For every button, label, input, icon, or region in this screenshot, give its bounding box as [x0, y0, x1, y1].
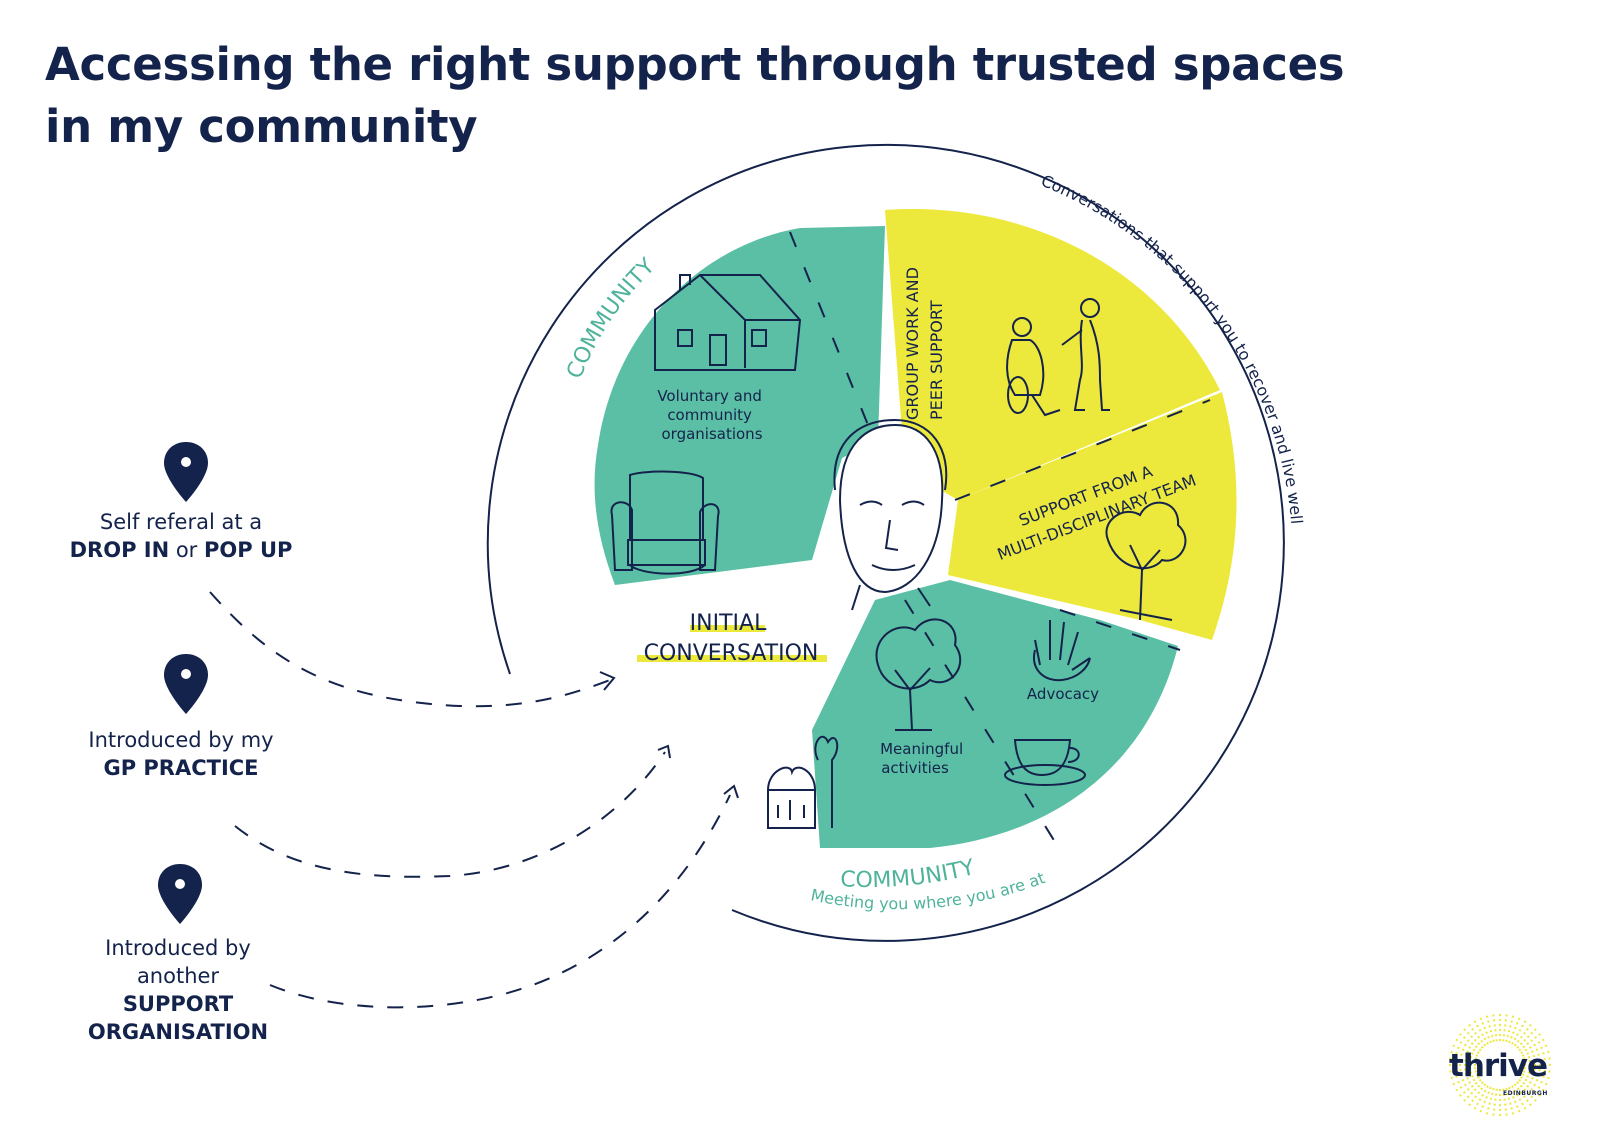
activities-label: Meaningful activities [880, 740, 968, 777]
center-label-line1: INITIAL [690, 611, 767, 636]
logo-ray [1505, 1014, 1515, 1043]
page-title: Accessing the right support through trus… [45, 38, 1345, 153]
entry-bold: DROP IN [69, 538, 170, 562]
segment-group-work [885, 209, 1220, 500]
center-underline [637, 655, 827, 662]
entry-support-organisation: Introduced by another SUPPORT ORGANISATI… [63, 934, 293, 1046]
segment-voluntary [594, 226, 885, 585]
advocacy-label: Advocacy [1027, 685, 1099, 703]
armchair-icon [610, 470, 720, 575]
location-pin-icon [158, 864, 202, 924]
entry-text: Introduced by another [105, 936, 251, 988]
logo-ray [1502, 1013, 1508, 1042]
voluntary-label-line1: Voluntary and [657, 387, 762, 405]
arrow-head-icon [723, 784, 739, 799]
entry-text: or [169, 538, 204, 562]
thrive-logo-word: thrive [1449, 1048, 1548, 1084]
entry-bold: GP PRACTICE [103, 756, 259, 780]
entry-gp-practice: Introduced by my GP PRACTICE [66, 726, 296, 782]
group-work-label: GROUP WORK AND PEER SUPPORT [903, 262, 946, 420]
logo-ray [1485, 1014, 1495, 1043]
entry-text: Self referal at a [99, 510, 263, 534]
tree-icon [1105, 501, 1187, 621]
entry-arrows [209, 591, 731, 1009]
arrow-head-icon [599, 671, 616, 691]
house-icon [654, 274, 802, 371]
activities-label-line1: Meaningful [880, 740, 963, 758]
logo-ray [1492, 1013, 1498, 1042]
voluntary-label-line3: organisations [661, 425, 762, 443]
group-work-label-line1: GROUP WORK AND [903, 267, 922, 420]
entry-bold: POP UP [204, 538, 293, 562]
activities-label-line2: activities [881, 759, 949, 777]
logo-ray [1485, 1087, 1495, 1116]
thrive-logo-sunburst-icon [1448, 1013, 1552, 1117]
thrive-logo-sub: EDINBURGH [1503, 1090, 1548, 1097]
teacup-icon [1004, 739, 1086, 786]
community-bottom-label: COMMUNITY [840, 855, 978, 893]
community-bottom-text: COMMUNITY [840, 855, 978, 893]
center-underline [690, 625, 765, 632]
location-pin-icon [164, 442, 208, 502]
tree-icon [875, 618, 962, 731]
mosque-icon [766, 735, 839, 829]
segment-activities [812, 580, 1178, 848]
group-work-label-line2: PEER SUPPORT [927, 300, 946, 420]
entry-bold: SUPPORT ORGANISATION [87, 992, 269, 1044]
arrow-head-icon [657, 744, 671, 759]
entry-self-referral: Self referal at a DROP IN or POP UP [66, 508, 296, 564]
people-icon [1006, 298, 1110, 417]
entry-text: Introduced by my [88, 728, 274, 752]
voluntary-label: Voluntary and community organisations [657, 387, 766, 443]
voluntary-label-line2: community [667, 406, 752, 424]
center-label-line2: CONVERSATION [644, 641, 819, 666]
segment-mdt [948, 392, 1237, 640]
person-face-icon [833, 418, 948, 611]
hand-icon [1033, 620, 1091, 682]
logo-ray [1492, 1088, 1498, 1117]
location-pin-icon [164, 654, 208, 714]
outer-ring [486, 143, 1285, 942]
